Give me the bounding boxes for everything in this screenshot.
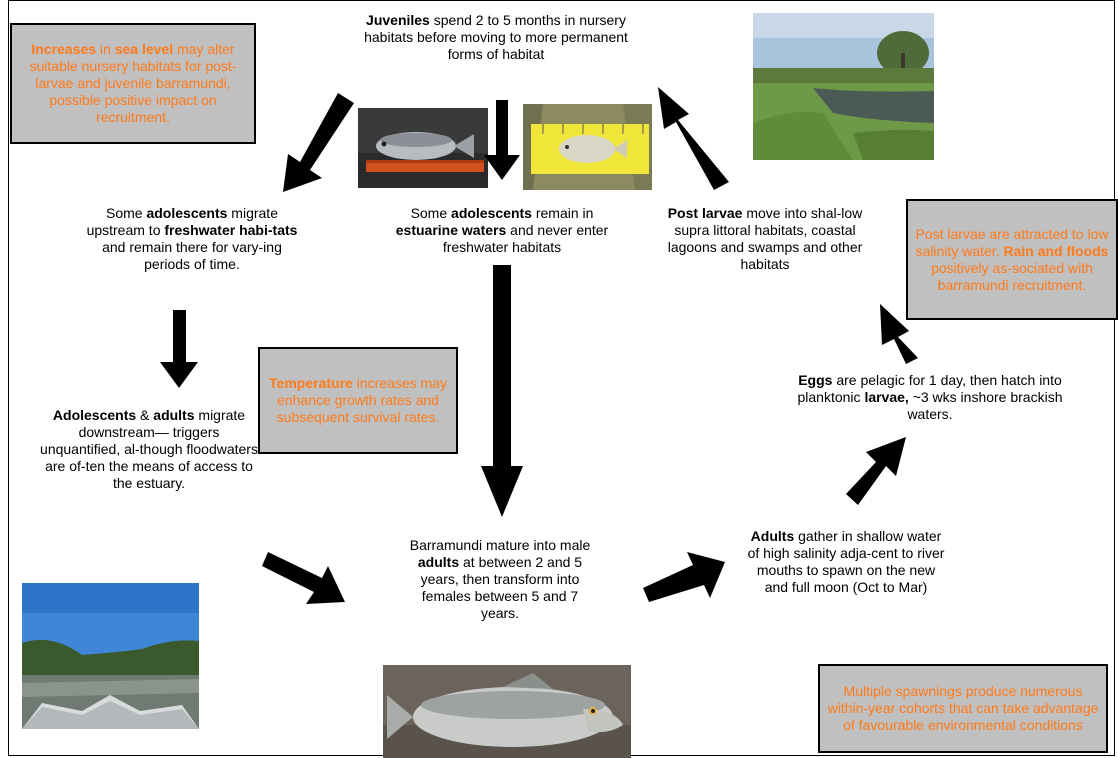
stage-post-larvae: Post larvae move into shal-low supra lit…: [667, 205, 863, 272]
stage-downstream-migration: Adolescents & adults migrate downstream—…: [40, 407, 258, 491]
stage-juveniles: Juveniles spend 2 to 5 months in nursery…: [364, 12, 628, 62]
stage-adolescents-freshwater: Some adolescents migrate upstream to fre…: [86, 205, 298, 272]
stage-barramundi-mature: Barramundi mature into male adults at be…: [409, 537, 591, 621]
note-temperature: Temperature increases may enhance growth…: [258, 347, 458, 454]
swamp-creek-photo: [753, 13, 934, 160]
stage-adolescents-estuarine: Some adolescents remain in estuarine wat…: [395, 205, 609, 255]
stage-eggs: Eggs are pelagic for 1 day, then hatch i…: [797, 372, 1063, 422]
river-from-boat-photo: [22, 583, 199, 729]
fish-on-ruler-photo: [358, 108, 488, 188]
note-sea-level: Increases in sea level may alter suitabl…: [10, 23, 256, 144]
note-spawnings: Multiple spawnings produce numerous with…: [818, 664, 1108, 753]
stage-adults-gather: Adults gather in shallow water of high s…: [747, 528, 945, 595]
note-post-larvae-salinity: Post larvae are attracted to low salinit…: [906, 199, 1118, 320]
adult-barramundi-photo: [383, 665, 631, 758]
juvenile-fish-on-yellow-ruler-photo: [523, 104, 652, 190]
